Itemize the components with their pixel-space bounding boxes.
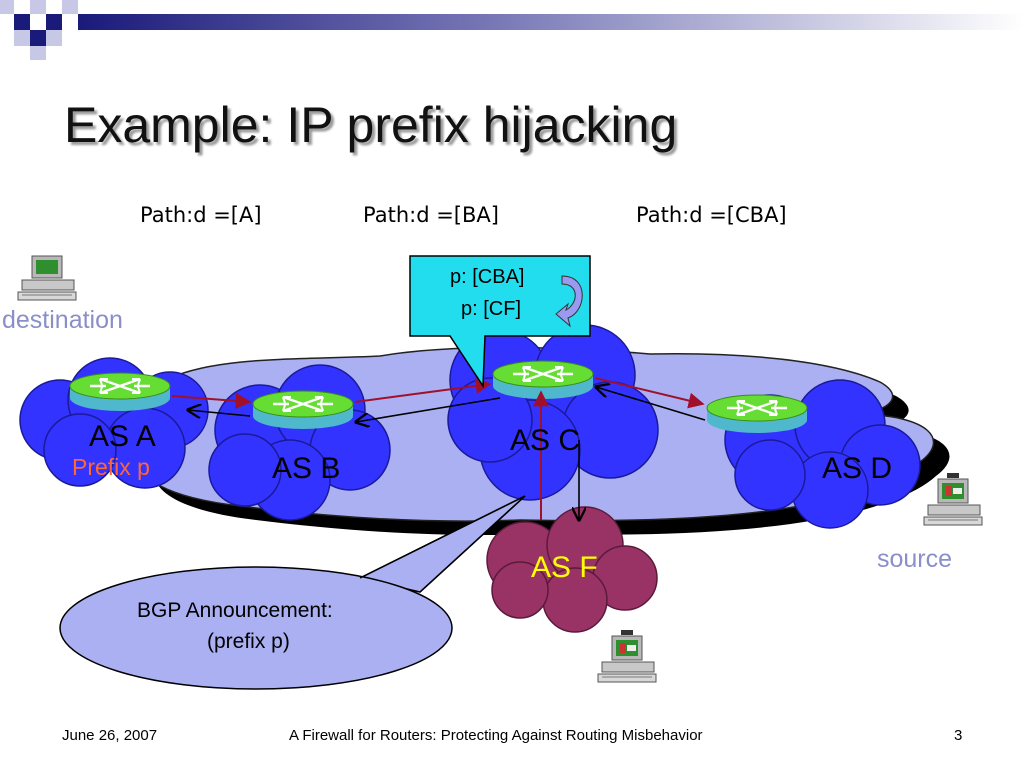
source-host-icon bbox=[923, 472, 983, 526]
footer-date: June 26, 2007 bbox=[62, 727, 158, 744]
as-b-label: AS B bbox=[272, 452, 341, 485]
router-as-d bbox=[705, 393, 809, 435]
traffic-c-to-b bbox=[356, 397, 501, 422]
router-as-c bbox=[491, 359, 595, 401]
announcement-bubble bbox=[59, 566, 453, 690]
path-label-a: Path:d =[A] bbox=[140, 203, 262, 227]
footer-title: A Firewall for Routers: Protecting Again… bbox=[289, 727, 703, 744]
path-label-c: Path:d =[CBA] bbox=[636, 203, 787, 227]
slide-title: Example: IP prefix hijacking bbox=[64, 97, 678, 153]
router-as-b bbox=[251, 389, 355, 431]
router-as-a bbox=[68, 371, 172, 413]
arrow-c-to-d bbox=[594, 377, 705, 409]
announcement-line-1: BGP Announcement: bbox=[137, 599, 333, 622]
as-c-label: AS C bbox=[510, 424, 581, 457]
traffic-b-to-a bbox=[188, 410, 251, 416]
callout-swap-icon bbox=[555, 275, 583, 328]
footer-page-number: 3 bbox=[954, 727, 963, 744]
as-f-label: AS F bbox=[531, 551, 598, 584]
destination-label: destination bbox=[2, 306, 123, 334]
announcement-line-2: (prefix p) bbox=[207, 630, 290, 653]
as-d-cloud bbox=[724, 379, 921, 529]
as-f-cloud bbox=[486, 506, 658, 633]
callout-line-2: p: [CF] bbox=[461, 298, 522, 320]
arrow-a-to-b bbox=[171, 392, 252, 409]
as-b-cloud bbox=[208, 364, 391, 521]
arrow-b-to-c bbox=[354, 377, 492, 403]
path-label-b: Path:d =[BA] bbox=[363, 203, 499, 227]
as-a-label: AS A bbox=[89, 420, 156, 453]
destination-host-icon bbox=[17, 255, 77, 301]
traffic-d-to-c bbox=[596, 387, 706, 421]
header-decoration bbox=[0, 0, 1024, 60]
callout-line-1: p: [CBA] bbox=[450, 266, 525, 288]
as-d-label: AS D bbox=[822, 452, 893, 485]
prefix-label: Prefix p bbox=[72, 454, 150, 480]
attacker-host-icon bbox=[597, 629, 657, 683]
callout-box bbox=[409, 255, 591, 389]
source-label: source bbox=[877, 545, 953, 573]
